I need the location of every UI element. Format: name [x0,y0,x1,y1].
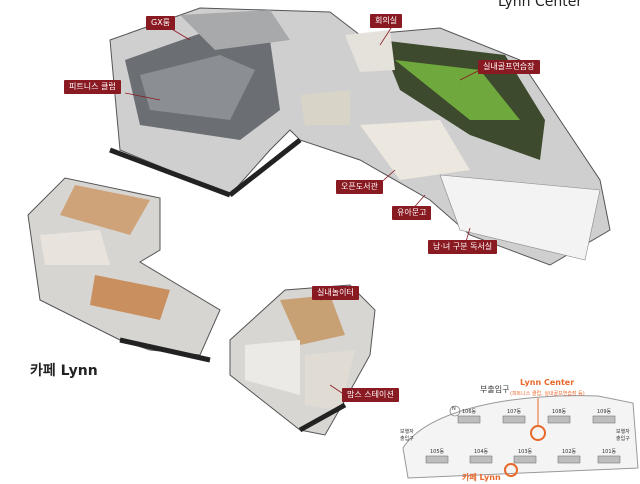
label-children-library: 유아문고 [392,206,432,220]
site-ped-left: 보행자 출입구 [400,429,414,442]
playroom-building [229,284,376,436]
site-map-drawing [402,395,639,479]
label-indoor-golf: 실내골프연습장 [478,60,540,74]
site-center-subtitle: (피트니스 클럽, 실내골프연습장 등) [510,391,585,397]
label-meeting-room: 회의실 [370,14,403,28]
label-indoor-playground: 실내놀이터 [312,286,359,300]
site-map: 부출입구 Lynn Center (피트니스 클럽, 실내골프연습장 등) N … [398,378,640,482]
building-101: 101동 [602,449,617,455]
site-compass-label: N [452,406,456,412]
site-cafe-label: 카페 Lynn [462,473,501,482]
building-109: 109동 [597,409,612,415]
site-entrance-label: 부출입구 [480,385,510,394]
building-106: 106동 [462,409,477,415]
label-moms-station: 맘스 스테이션 [342,388,399,402]
building-102: 102동 [562,449,577,455]
building-108: 108동 [552,409,567,415]
label-gx-room: GX룸 [146,16,176,30]
building-104: 104동 [474,449,489,455]
cafe-marker [504,463,518,477]
site-ped-right: 보행자 출입구 [616,429,630,442]
lynn-center-building [109,7,611,266]
building-103: 103동 [518,449,533,455]
building-105: 105동 [430,449,445,455]
building-107: 107동 [507,409,522,415]
label-study-room: 남·녀 구분 독서실 [428,240,498,254]
label-fitness-club: 피트니스 클럽 [64,80,121,94]
compass-icon [449,405,461,417]
cafe-building [27,177,221,363]
label-open-library: 오픈도서관 [336,180,383,194]
site-center-title: Lynn Center [520,378,575,387]
lynn-center-title: Lynn Center [498,0,583,10]
cafe-title: 카페 Lynn [30,363,98,379]
